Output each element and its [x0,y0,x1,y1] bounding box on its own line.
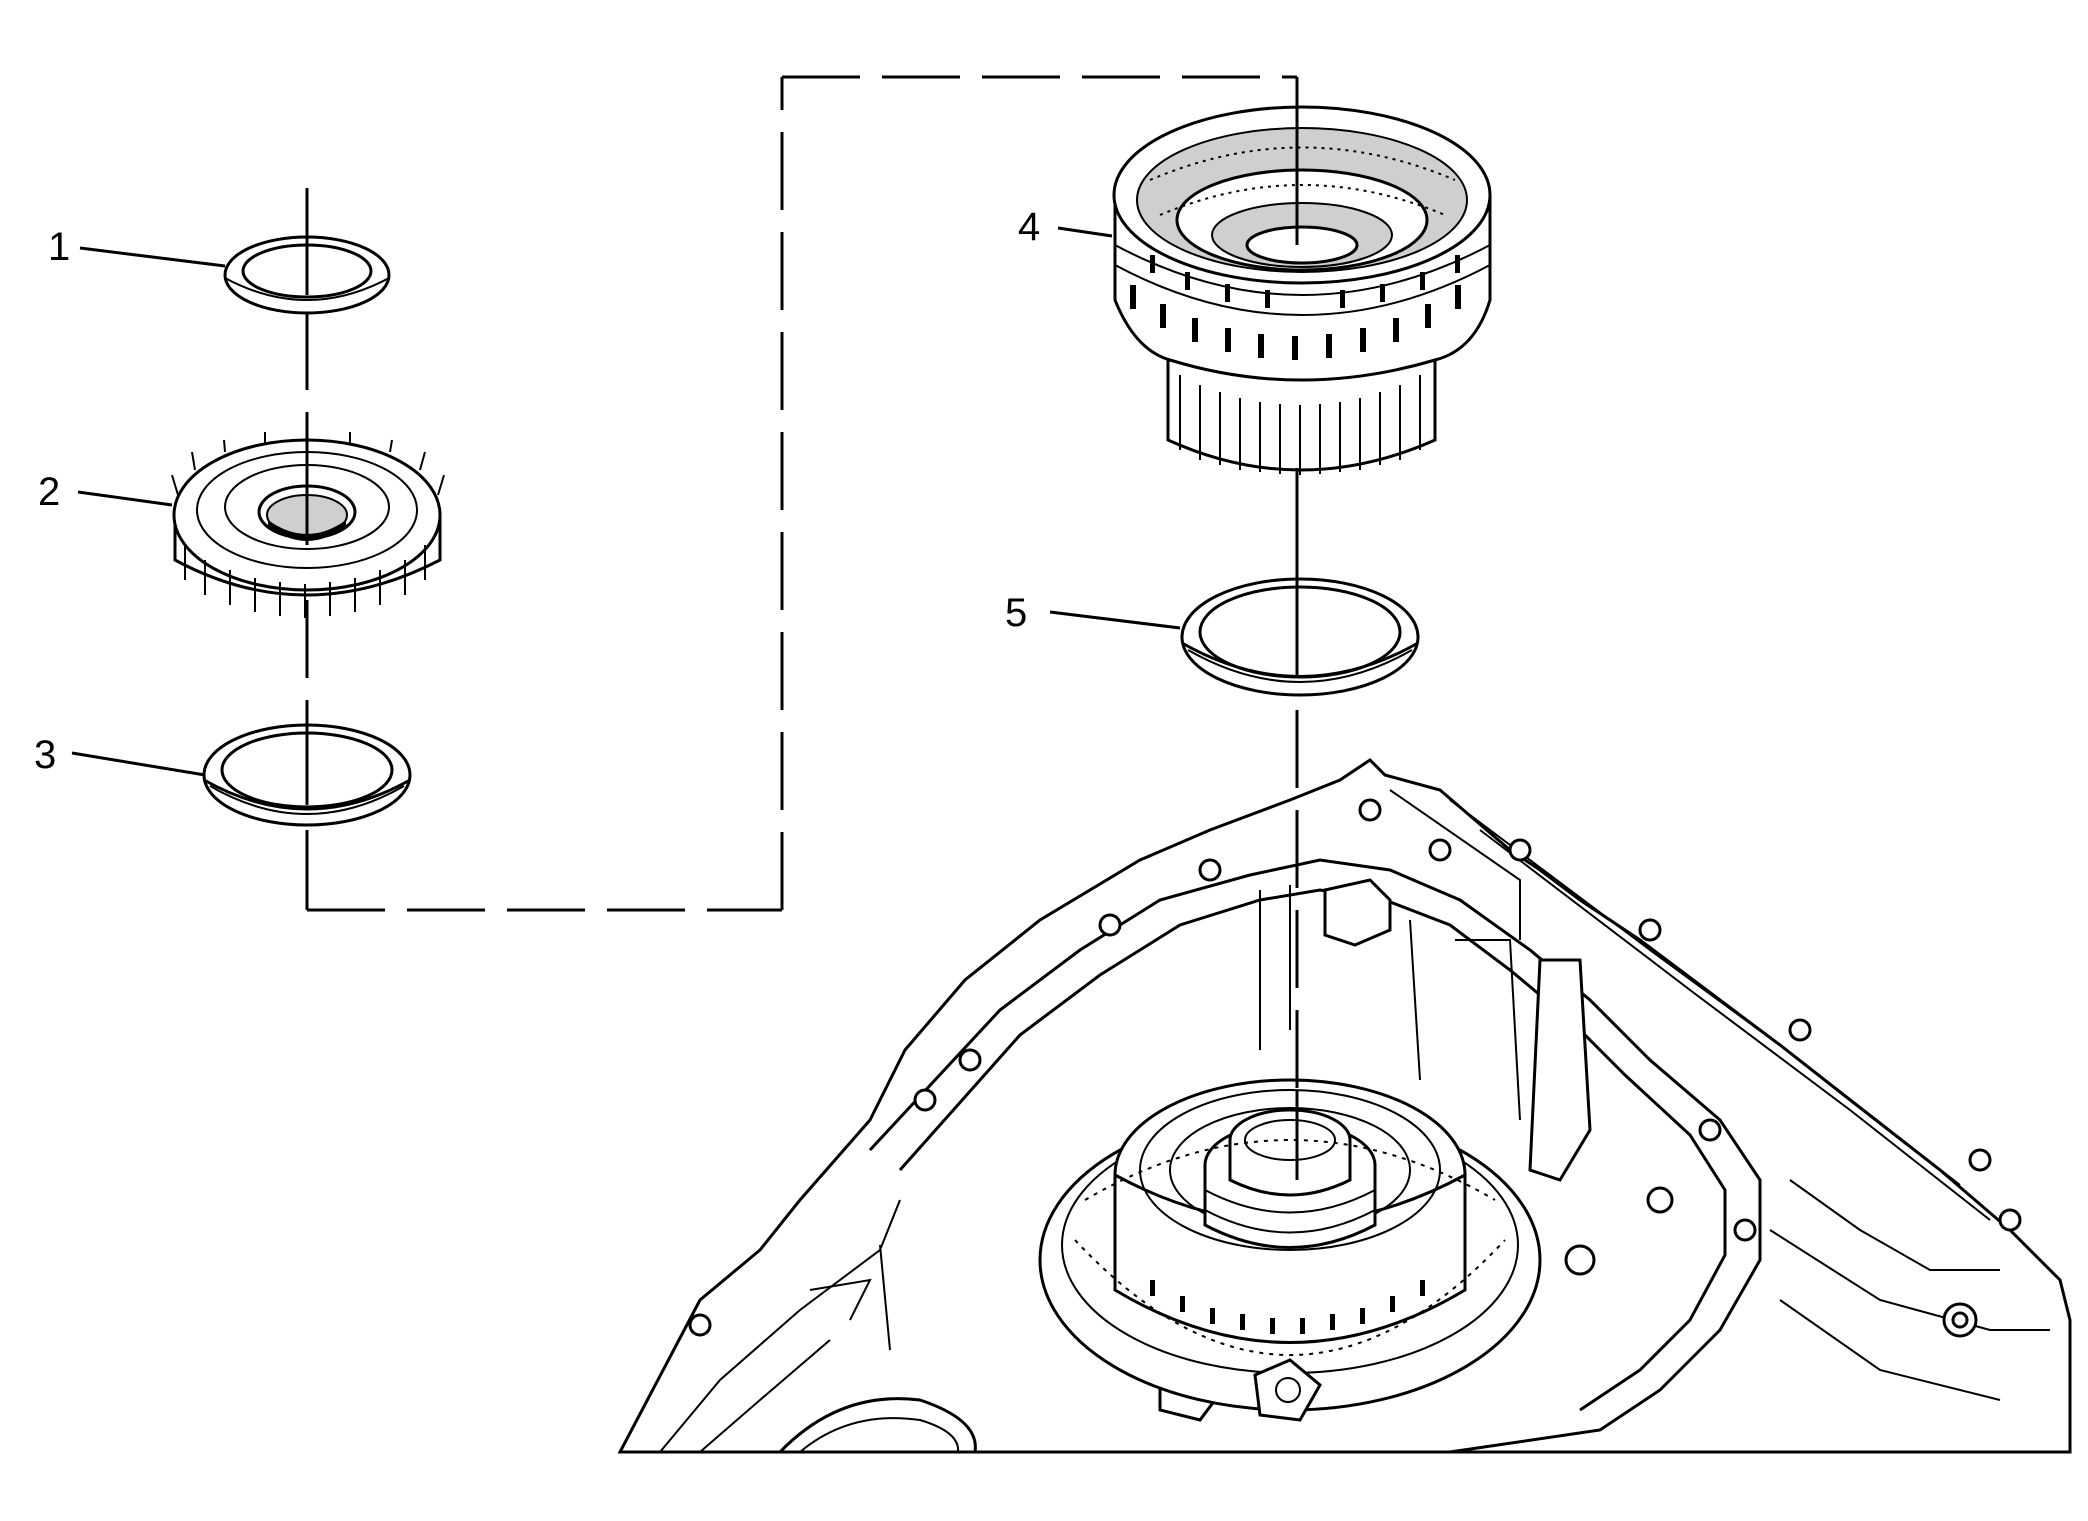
assembly-center-lines [305,75,1299,1180]
drum-slots [1150,1280,1425,1334]
part-4-clutch-drum [1112,105,1492,475]
part-5-bearing [1180,577,1420,697]
callout-2-label: 2 [38,470,60,514]
callout-5-label: 5 [1005,591,1027,635]
drum-lower-splines [1179,375,1421,475]
drum-slot-row [1130,255,1461,360]
callouts: 1 2 3 4 5 [34,205,1181,777]
callout-1: 1 [48,225,226,269]
callout-3-label: 3 [34,733,56,777]
callout-3: 3 [34,733,206,777]
callout-1-label: 1 [48,225,70,269]
hub-splines [171,432,445,618]
callout-2: 2 [38,470,173,514]
callout-4: 4 [1018,205,1113,249]
installed-clutch-assembly [1038,1078,1542,1422]
callout-5: 5 [1005,591,1181,635]
bolt-bosses [913,798,2022,1242]
callout-4-label: 4 [1018,205,1040,249]
